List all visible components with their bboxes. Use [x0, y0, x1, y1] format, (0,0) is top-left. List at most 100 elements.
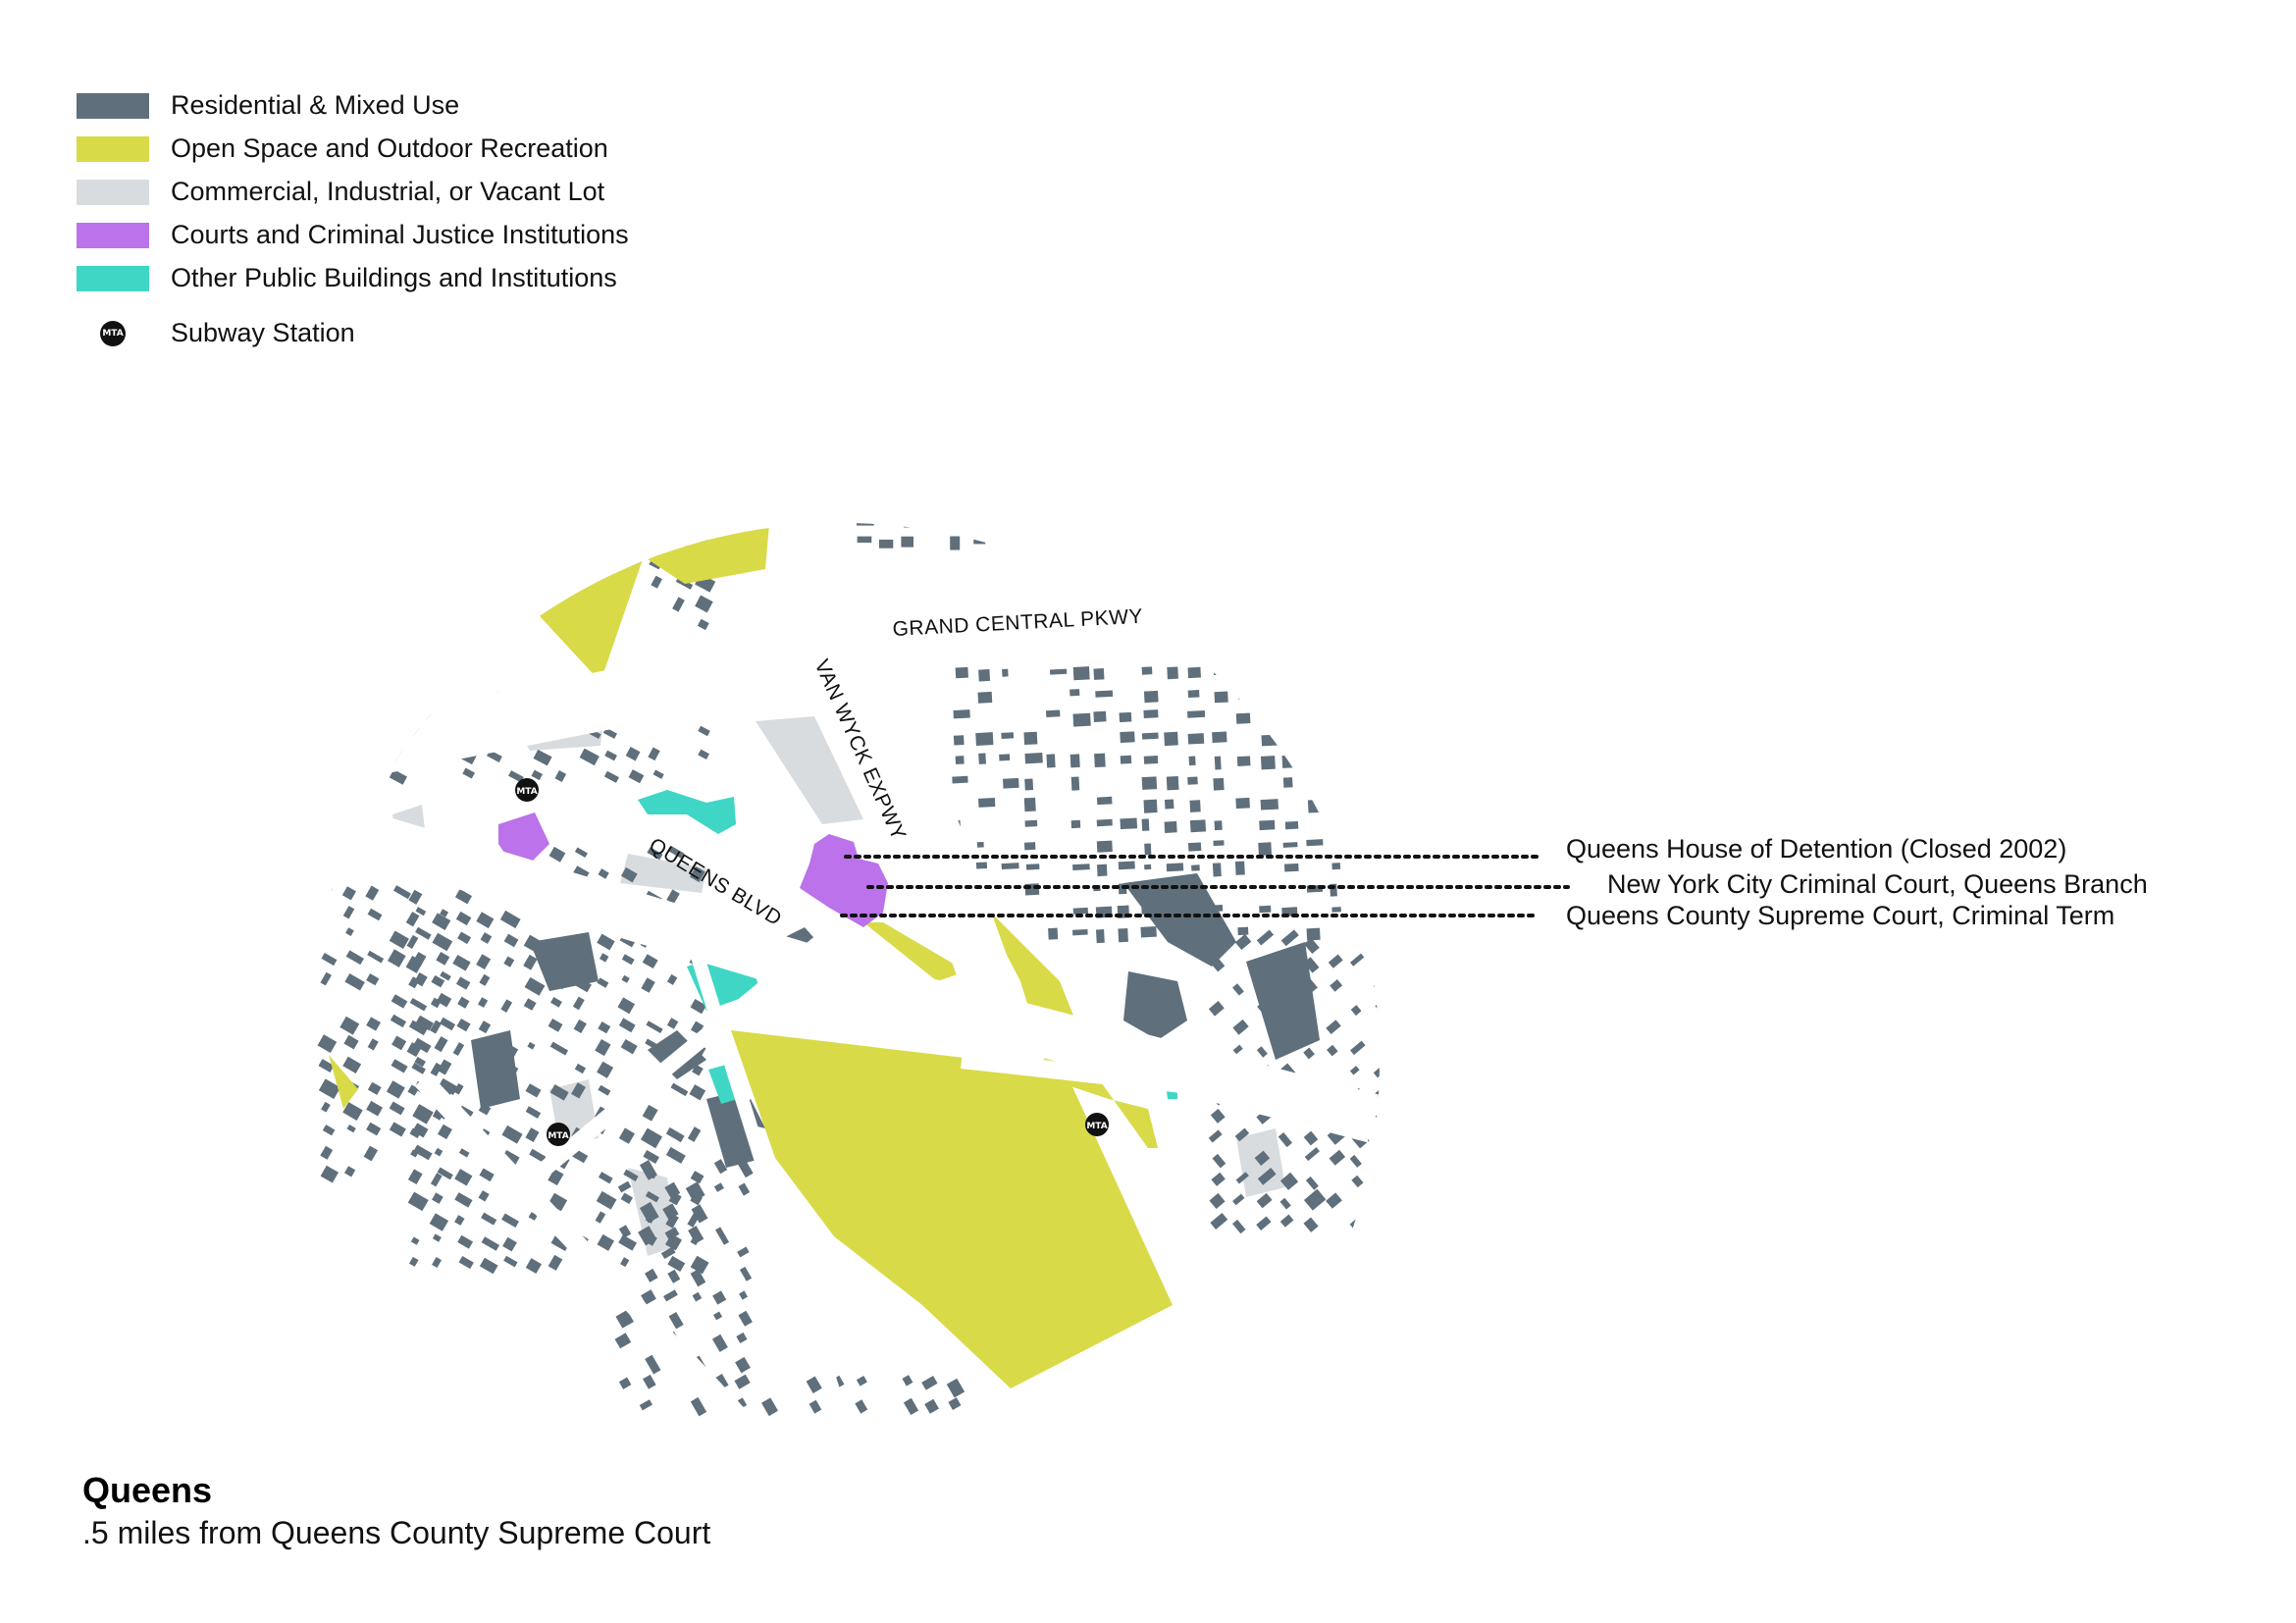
building-footprint — [573, 1019, 587, 1034]
building-footprint — [417, 597, 432, 609]
building-footprint — [1208, 1129, 1223, 1143]
building-footprint — [878, 516, 892, 523]
subway-station-icon[interactable]: MTA — [547, 1123, 570, 1146]
building-footprint — [320, 1165, 339, 1183]
building-footprint — [320, 641, 340, 658]
building-footprint — [690, 1396, 707, 1417]
building-footprint — [406, 934, 419, 949]
building-footprint — [809, 1399, 822, 1414]
building-footprint — [690, 1269, 706, 1287]
building-footprint — [1373, 473, 1389, 483]
building-footprint — [391, 726, 405, 738]
building-footprint — [1259, 819, 1276, 831]
building-footprint — [318, 1078, 341, 1099]
callout-queens-county-supreme-court: Queens County Supreme Court, Criminal Te… — [1566, 901, 2115, 930]
building-footprint — [1256, 929, 1275, 946]
building-footprint — [1349, 474, 1364, 482]
building-footprint — [618, 1234, 638, 1251]
building-footprint — [438, 618, 452, 633]
building-footprint — [391, 1035, 407, 1051]
building-footprint — [903, 366, 917, 378]
building-footprint — [1070, 689, 1080, 697]
building-footprint — [1164, 820, 1177, 833]
building-footprint — [1375, 1001, 1380, 1015]
building-footprint — [1254, 365, 1261, 377]
building-footprint — [412, 531, 434, 550]
building-footprint — [342, 906, 355, 919]
subway-station-icon[interactable]: MTA — [515, 778, 539, 802]
building-footprint — [880, 365, 890, 372]
building-footprint — [620, 1038, 638, 1055]
building-footprint — [322, 1125, 336, 1136]
building-footprint — [1325, 450, 1332, 456]
building-footprint — [318, 746, 336, 764]
building-footprint — [1349, 1216, 1367, 1232]
building-footprint — [623, 1169, 639, 1182]
building-footprint — [855, 1399, 868, 1414]
building-footprint — [432, 1256, 443, 1269]
building-footprint — [366, 1017, 382, 1031]
building-footprint — [1185, 365, 1199, 376]
building-footprint — [1141, 666, 1153, 675]
building-footprint — [317, 1034, 338, 1054]
building-footprint — [571, 953, 590, 971]
building-footprint — [549, 1084, 569, 1101]
building-footprint — [666, 889, 680, 905]
courts-and-justice — [498, 812, 888, 927]
building-footprint — [476, 912, 495, 929]
building-footprint — [391, 1059, 408, 1073]
building-footprint — [928, 431, 935, 439]
building-footprint — [523, 998, 537, 1011]
subway-station-icon[interactable]: MTA — [1085, 1113, 1109, 1136]
legend-item-subway: MTA Subway Station — [77, 318, 783, 350]
building-footprint — [670, 1082, 689, 1097]
building-footprint — [1019, 474, 1037, 485]
building-footprint — [1303, 451, 1317, 460]
building-footprint — [881, 431, 895, 443]
building-footprint — [1355, 666, 1370, 673]
building-footprint — [414, 663, 432, 678]
building-footprint — [642, 954, 658, 969]
building-footprint — [978, 753, 986, 764]
building-footprint — [321, 1101, 331, 1113]
building-footprint — [903, 1397, 919, 1416]
building-footprint — [458, 1148, 470, 1158]
building-footprint — [457, 1234, 474, 1249]
building-footprint — [949, 429, 966, 441]
building-footprint — [1375, 523, 1380, 525]
building-footprint — [1187, 408, 1205, 414]
building-footprint — [574, 1063, 587, 1074]
building-footprint — [596, 1190, 617, 1210]
building-footprint — [948, 1397, 962, 1410]
building-footprint — [452, 954, 471, 971]
building-footprint — [1167, 666, 1178, 680]
building-footprint — [343, 1034, 359, 1050]
building-footprint — [388, 949, 406, 968]
building-footprint — [412, 1104, 434, 1125]
building-footprint — [1350, 1040, 1366, 1056]
building-footprint — [1256, 1192, 1273, 1209]
building-footprint — [1120, 731, 1135, 744]
building-footprint — [1349, 1066, 1360, 1075]
building-footprint — [1212, 1153, 1226, 1169]
building-footprint — [1236, 756, 1251, 766]
building-footprint — [739, 1290, 749, 1300]
building-footprint — [1353, 731, 1369, 740]
building-footprint — [689, 865, 705, 883]
building-footprint — [714, 1374, 729, 1389]
building-footprint — [974, 431, 981, 444]
building-footprint — [856, 1376, 867, 1387]
building-footprint — [1160, 449, 1172, 456]
building-footprint — [481, 1236, 500, 1251]
building-footprint — [1257, 1168, 1277, 1185]
building-footprint — [921, 1376, 938, 1390]
building-footprint — [639, 1201, 659, 1224]
building-footprint — [389, 930, 409, 949]
building-footprint — [1349, 432, 1363, 444]
building-footprint — [1143, 709, 1159, 719]
building-footprint — [669, 1040, 679, 1049]
building-footprint — [620, 1257, 630, 1268]
building-footprint — [1354, 776, 1368, 787]
building-footprint — [1001, 732, 1015, 739]
